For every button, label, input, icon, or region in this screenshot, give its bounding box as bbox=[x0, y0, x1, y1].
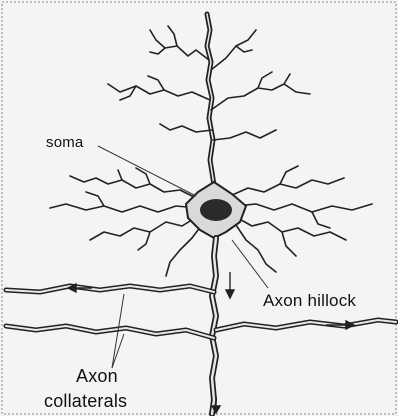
label-axon: Axon bbox=[76, 366, 118, 387]
axon bbox=[212, 238, 216, 414]
label-axon-hillock: Axon hillock bbox=[263, 291, 356, 311]
axon-hillock-leader-line bbox=[232, 240, 268, 288]
soma-leader-line bbox=[98, 146, 196, 196]
label-collaterals: collaterals bbox=[44, 391, 127, 412]
label-soma: soma bbox=[46, 134, 83, 151]
leader-lines bbox=[98, 146, 268, 368]
nucleus bbox=[200, 199, 232, 221]
collateral-leader-line-lower bbox=[112, 334, 124, 368]
